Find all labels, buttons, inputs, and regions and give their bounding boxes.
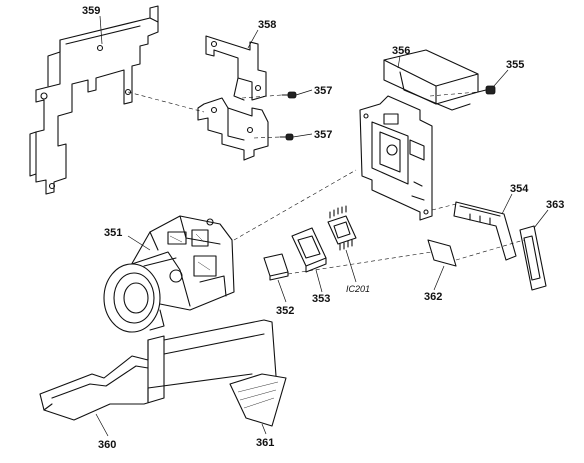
part-358-bracket [205, 35, 267, 101]
part-357-plate [197, 97, 269, 161]
alignment-lines [127, 91, 525, 275]
part-356-sensor-board [359, 49, 479, 221]
part-361-tape [229, 373, 287, 427]
callout-353: 353 [312, 293, 330, 305]
callout-354: 354 [510, 183, 529, 195]
part-353-holder [291, 227, 327, 273]
callout-ic201: IC201 [346, 284, 370, 294]
screw-355-icon [477, 85, 496, 95]
part-354-flex-strip [453, 201, 517, 261]
screw-357-lower-icon [279, 133, 294, 141]
part-360-flat-cable [39, 335, 165, 421]
part-352-filter [263, 253, 289, 281]
callout-356: 356 [392, 45, 410, 57]
part-ic201-chip [327, 205, 357, 251]
callout-362: 362 [424, 291, 442, 303]
callout-357-upper: 357 [314, 85, 332, 97]
callout-361: 361 [256, 437, 274, 449]
leader-lines [95, 15, 549, 437]
part-362-sheet [427, 239, 457, 267]
callout-363: 363 [546, 199, 564, 211]
part-351-lens-block [103, 215, 235, 333]
part-363-strip [519, 225, 547, 291]
cable-run [147, 319, 277, 403]
callout-358: 358 [258, 19, 276, 31]
callout-357-lower: 357 [314, 129, 332, 141]
part-359-bracket [29, 5, 159, 195]
callout-351: 351 [104, 227, 122, 239]
callout-352: 352 [276, 305, 294, 317]
callout-359: 359 [82, 5, 100, 17]
screw-357-upper-icon [281, 91, 297, 99]
callout-355: 355 [506, 59, 524, 71]
callout-360: 360 [98, 439, 116, 451]
